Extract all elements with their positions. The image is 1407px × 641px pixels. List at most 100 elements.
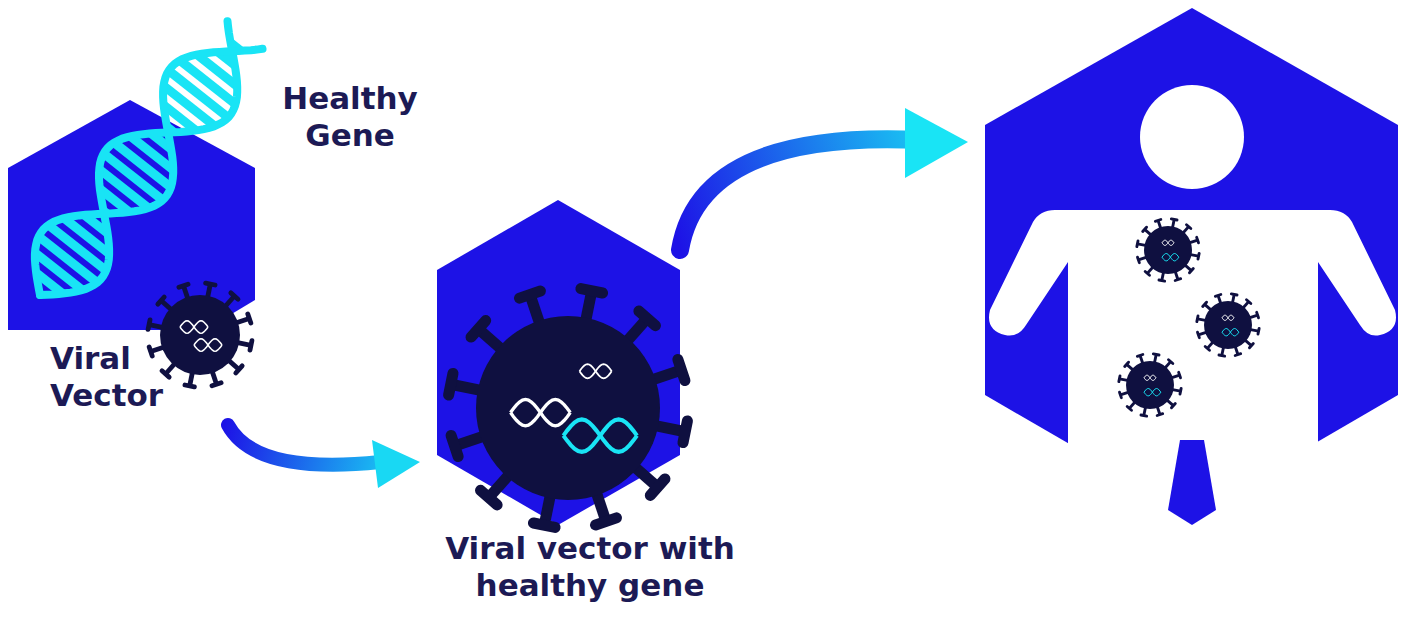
arrow-head (372, 440, 420, 488)
virus-spike (451, 436, 458, 457)
virus-spike (639, 311, 656, 326)
dna-glyph (1162, 240, 1174, 245)
label: Healthy Gene (270, 80, 430, 154)
virus-spike (1180, 388, 1181, 394)
dna-glyph (1222, 329, 1239, 336)
virus-spike (683, 421, 687, 443)
virus (1119, 354, 1181, 416)
virus-spike (1249, 343, 1253, 347)
virus-spike (1258, 328, 1259, 334)
virus-spike (1186, 225, 1190, 229)
virus-spike (1143, 227, 1147, 231)
virus-spike (148, 320, 150, 329)
virus-spike (1137, 241, 1138, 247)
virus-spike (596, 518, 617, 525)
dna-glyph (1144, 375, 1156, 380)
virus-spike (1197, 237, 1199, 242)
virus-spike (1231, 294, 1237, 295)
virus-spike (179, 284, 188, 287)
virus-spike (185, 385, 194, 387)
virus-spike (248, 314, 251, 323)
virus-spike (231, 293, 238, 299)
virus-spike (212, 383, 221, 386)
virus-spike (1179, 372, 1181, 377)
virus-spike (1153, 354, 1159, 355)
virus-spike (1257, 312, 1259, 317)
dna-glyph (1162, 254, 1179, 261)
dna-glyph (1162, 254, 1179, 261)
virus-spike (1159, 280, 1165, 281)
dna-glyph (511, 399, 571, 425)
dna-glyph (194, 339, 222, 351)
virus-spike (1168, 360, 1172, 364)
hexagon (437, 200, 680, 525)
virus-spike (1141, 415, 1147, 416)
virus-spike (1219, 355, 1225, 356)
dna-glyph (1222, 329, 1239, 336)
virus-spike (1203, 302, 1207, 306)
virus-spike (533, 523, 555, 527)
virus-spike (471, 321, 486, 338)
label: Viral vector with healthy gene (405, 530, 775, 604)
virus-spike (1137, 355, 1142, 357)
flow-arrow (680, 139, 920, 250)
flow-arrow (228, 425, 380, 465)
dna-glyph (1162, 240, 1174, 245)
virus-spike (1205, 346, 1209, 350)
virus-body (1126, 361, 1174, 409)
virus-spike (1119, 376, 1120, 382)
virus (148, 283, 252, 387)
virus-body (1204, 301, 1252, 349)
virus-body (160, 295, 240, 375)
virus-spike (149, 347, 152, 356)
dna-helix (35, 21, 263, 295)
label: Viral Vector (50, 340, 190, 414)
virus-spike (1145, 271, 1149, 275)
virus (449, 289, 688, 528)
virus-spike (1171, 219, 1177, 220)
virus-spike (1198, 253, 1199, 259)
dna-glyph (1222, 315, 1234, 320)
virus-spike (1175, 279, 1180, 281)
virus-spike (1215, 295, 1220, 297)
virus-spike (520, 291, 541, 298)
virus-spike (1157, 414, 1162, 416)
virus-spike (1127, 406, 1131, 410)
virus (1137, 219, 1199, 281)
virus-spike (206, 283, 215, 285)
virus-spike (1125, 362, 1129, 366)
dna-rung (35, 253, 82, 290)
virus-spike (1120, 392, 1122, 397)
dna-strand (40, 21, 237, 295)
dna-glyph (580, 364, 612, 378)
virus-spike (1246, 300, 1250, 304)
virus-spike (236, 366, 242, 373)
dna-glyph (180, 321, 208, 333)
dna-glyph (563, 419, 637, 451)
dna-glyph (1144, 389, 1161, 396)
virus-spike (678, 360, 685, 381)
dna-glyph (563, 419, 637, 451)
dna-glyph (1144, 375, 1156, 380)
dna-strand (35, 49, 263, 295)
virus-group (148, 219, 1259, 528)
virus-spike (158, 297, 164, 304)
virus-spike (1197, 316, 1198, 322)
hexagon (985, 8, 1398, 515)
virus-spike (1155, 220, 1160, 222)
virus-spike (162, 371, 169, 377)
dna-glyph (1144, 389, 1161, 396)
dna-glyph (580, 364, 612, 378)
virus (1197, 294, 1259, 356)
dna-glyph (511, 399, 571, 425)
person-figure (989, 85, 1396, 525)
virus-spike (1189, 268, 1193, 272)
virus-spike (1198, 332, 1200, 337)
virus-body (476, 316, 660, 500)
dna-glyph (194, 339, 222, 351)
virus-spike (581, 289, 603, 293)
virus-spike (650, 479, 665, 496)
virus-spike (449, 373, 453, 395)
dna-glyph (180, 321, 208, 333)
